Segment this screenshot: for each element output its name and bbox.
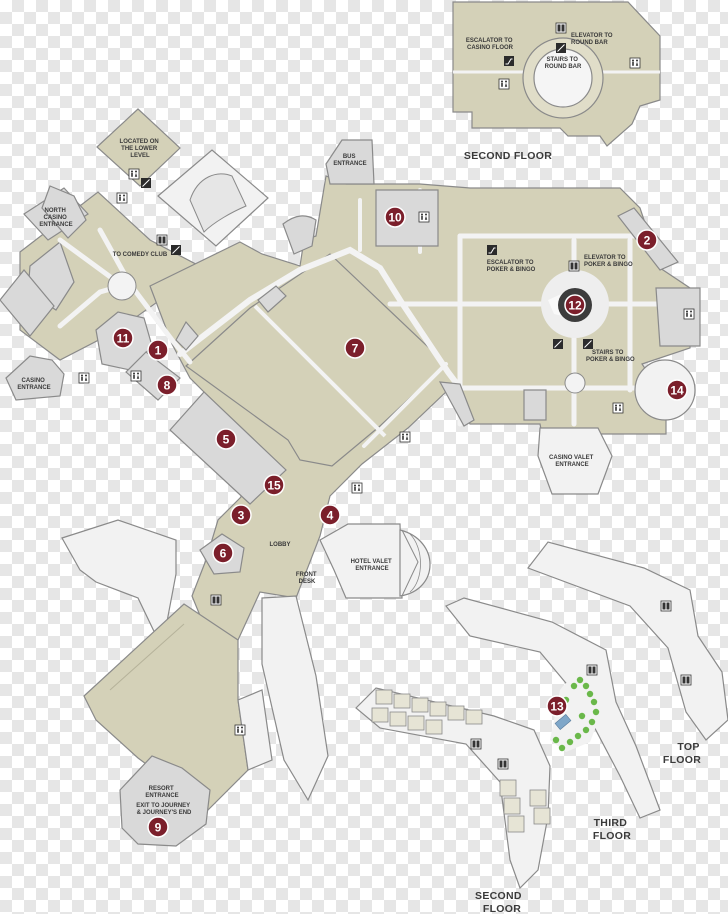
restroom-icon [683, 308, 695, 320]
lobby-label: LOBBY [270, 542, 291, 548]
hotel-valet-label: HOTEL VALET ENTRANCE [351, 559, 394, 572]
elevator-icon [210, 594, 222, 606]
front-desk-label: FRONT DESK [296, 572, 318, 585]
second-floor-title: SECOND FLOOR [464, 150, 552, 162]
restroom-icon [130, 370, 142, 382]
restroom-icon [116, 192, 128, 204]
stairs-icon [555, 42, 567, 54]
top-floor-label: TOP FLOOR [663, 741, 703, 766]
svg-text:13: 13 [550, 700, 564, 714]
elevator-icon [497, 758, 509, 770]
stairs-icon [140, 177, 152, 189]
restroom-icon [418, 211, 430, 223]
marker-5[interactable]: 5 [215, 428, 237, 450]
restroom-icon [399, 431, 411, 443]
svg-text:6: 6 [220, 547, 227, 561]
marker-9[interactable]: 9 [147, 816, 169, 838]
marker-8[interactable]: 8 [156, 374, 178, 396]
marker-6[interactable]: 6 [212, 542, 234, 564]
elevator-icon [568, 260, 580, 272]
exit-journey-label: EXIT TO JOURNEY & JOURNEY'S END [136, 803, 192, 816]
garden-trees [552, 676, 600, 752]
escalator-icon [486, 244, 498, 256]
marker-11[interactable]: 11 [112, 327, 134, 349]
svg-text:11: 11 [117, 332, 130, 346]
restroom-icon [78, 372, 90, 384]
marker-13[interactable]: 13 [546, 695, 568, 717]
bus-entrance-label: BUS ENTRANCE [333, 154, 366, 167]
third-floor-label: THIRD FLOOR [593, 817, 631, 842]
located-lower-level-label: LOCATED ON THE LOWER LEVEL [120, 139, 161, 159]
pool [554, 714, 572, 730]
restroom-icon [128, 168, 140, 180]
marker-4[interactable]: 4 [319, 504, 341, 526]
stairs-round-bar-label: STAIRS TO ROUND BAR [545, 57, 582, 70]
svg-text:8: 8 [164, 379, 171, 393]
second-floor-inset: ESCALATOR TO CASINO FLOOR ELEVATOR TO RO… [452, 1, 661, 162]
svg-text:3: 3 [238, 509, 245, 523]
elevator-icon [555, 22, 567, 34]
stairs-icon [170, 244, 182, 256]
casino-valet-label: CASINO VALET ENTRANCE [549, 455, 595, 468]
elevator-icon [156, 234, 168, 246]
marker-12[interactable]: 12 [558, 288, 592, 322]
north-casino-entrance-label: NORTH CASINO ENTRANCE [39, 208, 72, 228]
restroom-icon [351, 482, 363, 494]
marker-15[interactable]: 15 [263, 474, 285, 496]
svg-text:15: 15 [267, 479, 281, 493]
elevator-icon [586, 664, 598, 676]
location-markers: 1 2 3 4 5 6 7 8 9 10 11 12 13 14 15 [112, 206, 688, 838]
second-floor-wing-label: SECOND FLOOR [475, 890, 525, 914]
comedy-club-label: TO COMEDY CLUB [113, 252, 168, 258]
marker-14[interactable]: 14 [666, 379, 688, 401]
main-floor [0, 108, 701, 847]
svg-text:10: 10 [388, 211, 402, 225]
escalator-icon [503, 55, 515, 67]
upper-wings: TOP FLOOR THIRD FLOOR [355, 541, 728, 914]
svg-text:2: 2 [644, 234, 651, 248]
marker-7[interactable]: 7 [344, 337, 366, 359]
svg-text:9: 9 [155, 821, 162, 835]
marker-3[interactable]: 3 [230, 504, 252, 526]
elevator-round-bar-label: ELEVATOR TO ROUND BAR [571, 33, 614, 46]
casino-entrance-label: CASINO ENTRANCE [17, 378, 50, 391]
svg-text:12: 12 [568, 299, 582, 313]
elevator-icon [680, 674, 692, 686]
marker-2[interactable]: 2 [636, 229, 658, 251]
svg-text:7: 7 [352, 342, 359, 356]
escalator-poker-label: ESCALATOR TO POKER & BINGO [487, 260, 536, 273]
stairs-icon [582, 338, 594, 350]
marker-10[interactable]: 10 [384, 206, 406, 228]
svg-text:4: 4 [327, 509, 334, 523]
room-cells [371, 689, 551, 833]
restroom-icon [629, 57, 641, 69]
restroom-icon [234, 724, 246, 736]
restroom-icon [612, 402, 624, 414]
resort-entrance-label: RESORT ENTRANCE [145, 786, 178, 799]
restroom-icon [498, 78, 510, 90]
elevator-poker-label: ELEVATOR TO POKER & BINGO [584, 255, 633, 268]
svg-text:5: 5 [223, 433, 230, 447]
marker-1[interactable]: 1 [147, 339, 169, 361]
svg-text:14: 14 [670, 384, 684, 398]
stairs-poker-label: STAIRS TO POKER & BINGO [586, 350, 635, 363]
elevator-icon [470, 738, 482, 750]
elevator-icon [660, 600, 672, 612]
map-labels: LOCATED ON THE LOWER LEVEL BUS ENTRANCE … [17, 139, 635, 816]
svg-text:1: 1 [155, 344, 162, 358]
stairs-icon [552, 338, 564, 350]
escalator-casino-label: ESCALATOR TO CASINO FLOOR [466, 38, 514, 51]
